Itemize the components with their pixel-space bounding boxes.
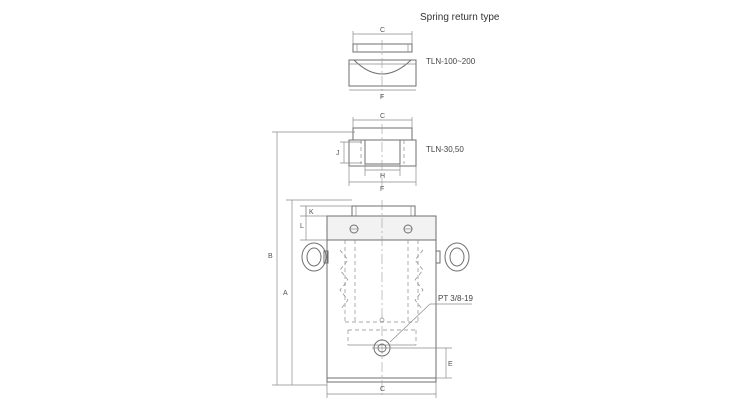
dim-e-group: E	[392, 347, 453, 379]
dim-c-bottom-group: C	[326, 382, 437, 398]
dim-k: K	[309, 209, 314, 216]
dim-c-mid: C	[380, 113, 385, 120]
dim-j: J	[336, 150, 340, 157]
dim-a: A	[283, 290, 288, 297]
dim-b: B	[268, 253, 273, 260]
callout-threaded-model: TLN-30,50	[426, 145, 464, 154]
dim-f-top: F	[380, 94, 384, 101]
callout-port: PT 3/8-19	[438, 294, 474, 303]
dim-e: E	[448, 361, 453, 368]
left-eye-bolt	[301, 242, 329, 272]
threaded-saddle-view: C J H F TLN-30,50	[336, 113, 464, 193]
right-eye-bolt	[435, 242, 470, 272]
grooved-saddle-view: C F TLN-100~200	[348, 27, 476, 101]
dim-f-mid: F	[380, 186, 384, 193]
cylinder-main-view	[326, 200, 437, 395]
dim-h: H	[380, 173, 385, 180]
dim-c-top: C	[380, 27, 385, 34]
drawing-title: Spring return type	[420, 12, 500, 23]
callout-grooved-model: TLN-100~200	[426, 57, 476, 66]
port-leader	[389, 303, 431, 343]
vertical-dimensions: B A K L	[268, 131, 355, 386]
dim-c-bottom: C	[380, 386, 385, 393]
dim-l: L	[300, 223, 304, 230]
